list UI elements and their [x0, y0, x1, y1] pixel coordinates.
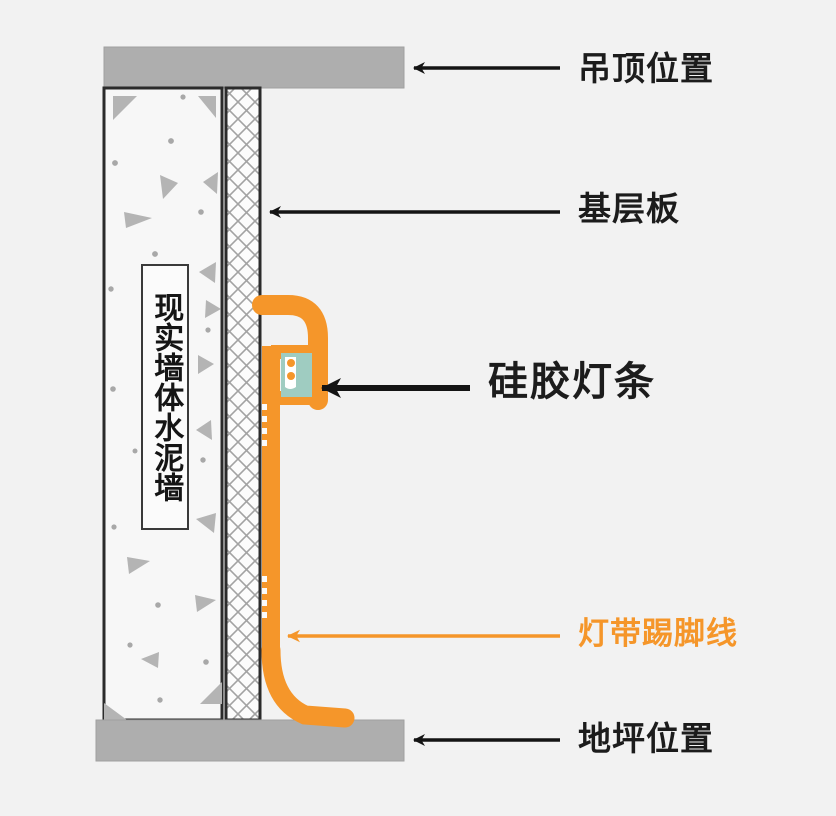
wall-texture [104, 96, 222, 720]
label-light-skirting: 灯带踢脚线 [578, 616, 738, 651]
wall-speckle-dots [108, 94, 211, 703]
led-dot [287, 359, 295, 367]
skirting-notches-upper [262, 404, 267, 446]
wall-label-text: 现实墙体水泥墙 [149, 292, 183, 502]
ceiling-slab [103, 46, 405, 89]
base-panel [224, 86, 262, 722]
light-skirting [252, 295, 355, 728]
label-base-panel: 基层板 [578, 190, 680, 227]
silicone-light-strip [281, 353, 312, 397]
wall-label-box: 现实墙体水泥墙 [141, 264, 189, 530]
floor-slab [95, 719, 405, 762]
label-ceiling-position: 吊顶位置 [578, 50, 714, 87]
label-silicone-light-strip: 硅胶灯条 [488, 360, 656, 404]
label-floor-position: 地坪位置 [578, 720, 714, 757]
led-dot [287, 372, 295, 380]
skirting-notches-lower [262, 576, 267, 618]
